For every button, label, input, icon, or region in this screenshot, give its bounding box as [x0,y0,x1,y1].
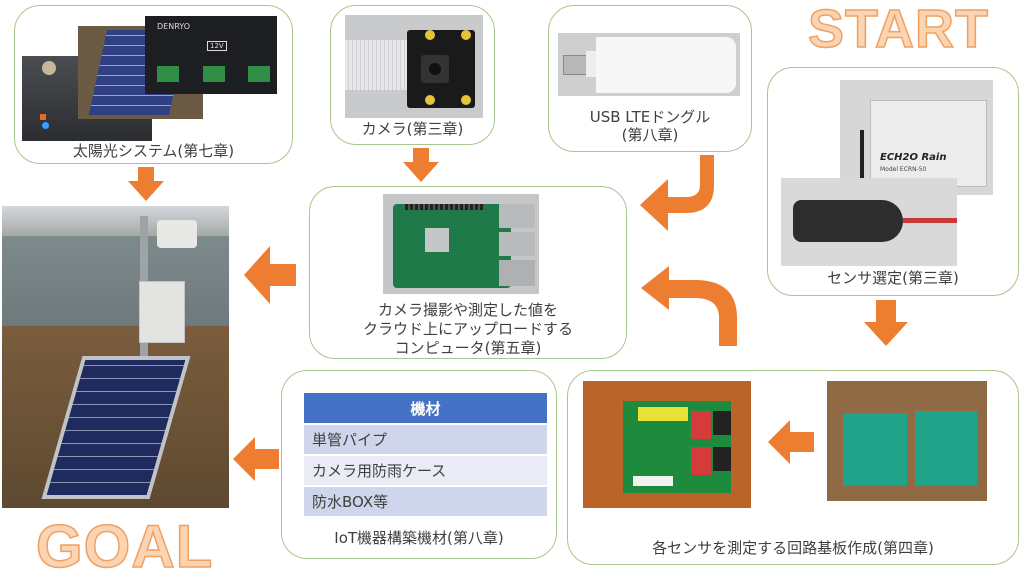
sensor-selection-box: ECH2O Rain Model ECRN-50 センサ選定(第三章) [767,67,1019,296]
arrow-curved-circuit-to-computer [641,266,737,346]
arrow-left-computer-to-goal [244,246,296,304]
bare-pcb-photo [827,381,987,501]
start-label: START [807,0,989,60]
sensor-brand: ECH2O Rain [880,152,947,163]
rain-sensor-photo: ECH2O Rain Model ECRN-50 [840,80,993,195]
materials-table: 機材 単管パイプ カメラ用防雨ケース 防水BOX等 [304,393,547,518]
usb-lte-dongle-photo [558,33,740,96]
assembled-board-photo [583,381,751,508]
goal-installation-photo [2,206,229,508]
camera-photo [345,15,483,118]
materials-table-header: 機材 [304,393,547,425]
arrow-down-camera-to-computer [403,148,439,182]
materials-caption: IoT機器構築機材(第八章) [334,529,504,547]
sensor-selection-caption: センサ選定(第三章) [827,269,959,287]
arrow-left-materials-to-goal [233,437,279,481]
controller-voltage: 12V [207,41,227,51]
computer-caption: カメラ撮影や測定した値を クラウド上にアップロードする コンピュータ(第五章) [362,301,573,357]
camera-caption: カメラ(第三章) [361,120,464,138]
goal-label: GOAL [35,512,214,581]
usb-lte-box: USB LTEドングル (第八章) [548,5,752,152]
charge-controller-photo: DENRYO 12V [145,16,277,94]
arrow-down-solar-to-goal [128,167,164,201]
materials-row: カメラ用防雨ケース [304,455,547,487]
camera-box: カメラ(第三章) [330,5,495,145]
solar-system-caption: 太陽光システム(第七章) [72,142,235,160]
raspberry-pi-photo [383,194,539,294]
arrow-left-pcb-to-assembled [768,420,814,464]
sensor-model: Model ECRN-50 [880,166,927,173]
arrow-curved-lte-to-computer [640,155,714,231]
circuit-board-box: 各センサを測定する回路基板作成(第四章) [567,370,1019,565]
arrow-down-sensor-to-circuit [864,300,908,346]
materials-row: 単管パイプ [304,424,547,456]
computer-box: カメラ撮影や測定した値を クラウド上にアップロードする コンピュータ(第五章) [309,186,627,359]
materials-box: 機材 単管パイプ カメラ用防雨ケース 防水BOX等 IoT機器構築機材(第八章) [281,370,557,559]
usb-lte-caption: USB LTEドングル (第八章) [589,108,711,144]
circuit-board-caption: 各センサを測定する回路基板作成(第四章) [652,539,934,557]
materials-row: 防水BOX等 [304,486,547,518]
solar-system-box: DENRYO 12V 太陽光システム(第七章) [14,5,293,164]
controller-brand: DENRYO [157,22,190,31]
water-level-sensor-photo [781,178,957,266]
